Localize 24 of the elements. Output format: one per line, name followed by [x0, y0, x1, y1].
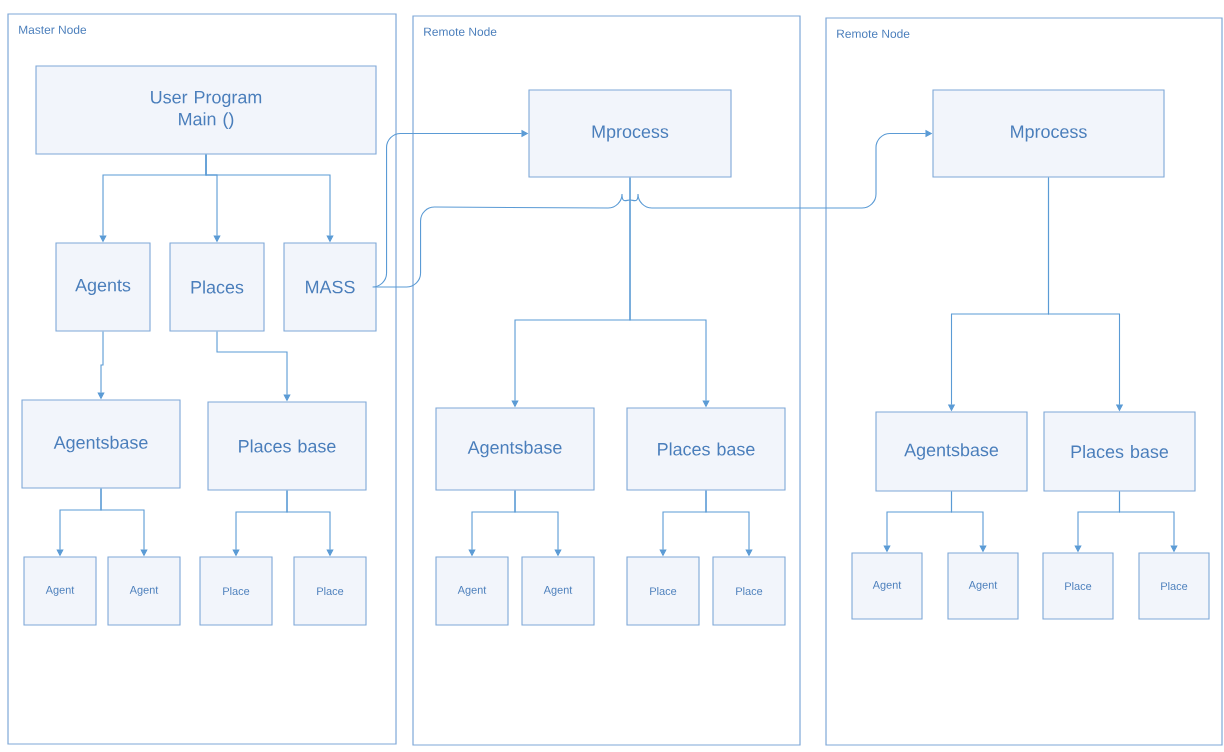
process-box: Agent — [947, 552, 1019, 620]
process-box: Agents — [55, 242, 151, 332]
process-box: User Program Main () — [35, 65, 377, 155]
process-box: Agent — [23, 556, 97, 626]
process-box: Place — [1042, 552, 1114, 620]
process-box: Agent — [851, 552, 923, 620]
process-box: Agent — [435, 556, 509, 626]
process-box: Places — [169, 242, 265, 332]
process-box: Place — [626, 556, 700, 626]
process-box: MASS — [283, 242, 377, 332]
process-box: Agentsbase — [21, 399, 181, 489]
process-box: Place — [1138, 552, 1210, 620]
process-box: Places base — [626, 407, 786, 491]
process-box: Agent — [107, 556, 181, 626]
process-box: Places base — [207, 401, 367, 491]
process-box: Mprocess — [932, 89, 1165, 178]
process-box: Place — [293, 556, 367, 626]
process-box: Agentsbase — [875, 411, 1028, 492]
process-box: Agentsbase — [435, 407, 595, 491]
process-box: Place — [199, 556, 273, 626]
process-box: Mprocess — [528, 89, 732, 178]
process-box: Place — [712, 556, 786, 626]
process-box: Agent — [521, 556, 595, 626]
process-box: Places base — [1043, 411, 1196, 492]
